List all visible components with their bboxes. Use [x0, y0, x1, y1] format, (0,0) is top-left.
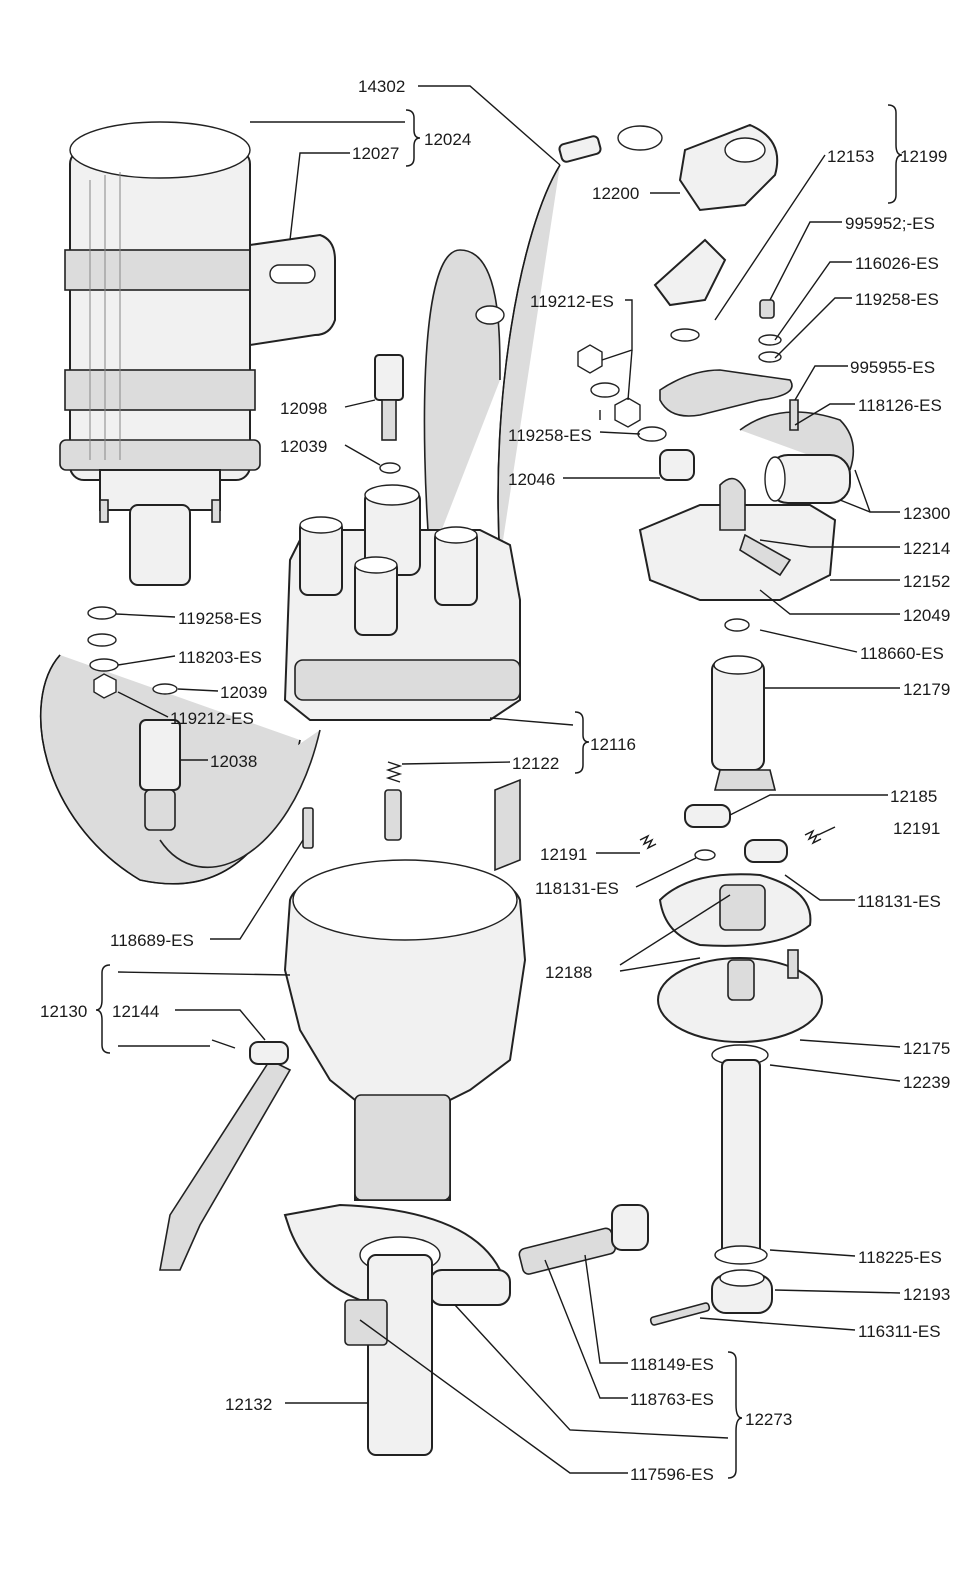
- label-12273: 12273: [745, 1410, 792, 1429]
- shaft-assembly-part: [649, 949, 823, 1326]
- label-118689-es: 118689-ES: [110, 931, 194, 950]
- label-12239: 12239: [903, 1073, 950, 1092]
- group-braces: [95, 104, 903, 1479]
- coil-bracket-part: [249, 233, 336, 347]
- distributor-cap-part: [283, 484, 521, 721]
- label-118131-es-a: 118131-ES: [535, 879, 619, 898]
- label-12130: 12130: [40, 1002, 87, 1021]
- leader-lines: [115, 85, 901, 1474]
- label-12024: 12024: [424, 130, 471, 149]
- label-116026-es: 116026-ES: [855, 254, 939, 273]
- clamp-plate-part: [283, 1203, 511, 1456]
- label-12188: 12188: [545, 963, 592, 982]
- label-12200: 12200: [592, 184, 639, 203]
- clamp-bolt-part: [518, 1204, 649, 1275]
- carbon-brush-part: [302, 761, 403, 849]
- label-119258-es-a: 119258-ES: [855, 290, 939, 309]
- label-12046: 12046: [508, 470, 555, 489]
- label-118203-es: 118203-ES: [178, 648, 262, 667]
- vacuum-link-part: [159, 1039, 292, 1271]
- label-12153: 12153: [827, 147, 874, 166]
- label-118131-es-b: 118131-ES: [857, 892, 941, 911]
- label-12191-b: 12191: [893, 819, 940, 838]
- label-12116: 12116: [590, 735, 636, 754]
- label-12179: 12179: [903, 680, 950, 699]
- label-12214: 12214: [903, 539, 950, 558]
- label-118225-es: 118225-ES: [858, 1248, 942, 1267]
- label-12175: 12175: [903, 1039, 950, 1058]
- label-12039-b: 12039: [220, 683, 267, 702]
- nuts-washers-part: [577, 344, 695, 481]
- label-119212-es-a: 119212-ES: [530, 292, 614, 311]
- base-plate-part: [638, 477, 837, 601]
- label-14302: 14302: [358, 77, 405, 96]
- label-12132: 12132: [225, 1395, 272, 1414]
- distributor-body-part: [283, 778, 527, 1201]
- label-118126-es: 118126-ES: [858, 396, 942, 415]
- terminal-12098-part: [374, 354, 404, 474]
- label-119258-es-b: 119258-ES: [508, 426, 592, 445]
- contact-breaker-part: [653, 238, 793, 417]
- label-995952-es: 995952;-ES: [845, 214, 935, 233]
- ht-lead-part: [423, 125, 663, 561]
- label-12049: 12049: [903, 606, 950, 625]
- label-995955-es: 995955-ES: [850, 358, 935, 377]
- label-12185: 12185: [890, 787, 937, 806]
- label-12193: 12193: [903, 1285, 950, 1304]
- label-12038: 12038: [210, 752, 257, 771]
- label-12191-a: 12191: [540, 845, 587, 864]
- label-119258-es-c: 119258-ES: [178, 609, 262, 628]
- label-12027: 12027: [352, 144, 399, 163]
- label-116311-es: 116311-ES: [858, 1322, 941, 1341]
- label-117596-es: 117596-ES: [630, 1465, 714, 1484]
- label-12144: 12144: [112, 1002, 159, 1021]
- label-12039-a: 12039: [280, 437, 327, 456]
- label-12199: 12199: [900, 147, 947, 166]
- label-12300: 12300: [903, 504, 950, 523]
- ignition-coil-part: [59, 121, 261, 586]
- label-12152: 12152: [903, 572, 950, 591]
- label-12098: 12098: [280, 399, 327, 418]
- condenser-part: [739, 399, 855, 504]
- label-118660-es: 118660-ES: [860, 644, 944, 663]
- coil-lead-part: [39, 606, 321, 885]
- rotor-part: [678, 123, 779, 212]
- label-118763-es: 118763-ES: [630, 1390, 714, 1409]
- part-number-labels: 14302 12024 12027 12153 12199 12200 9959…: [40, 77, 950, 1484]
- cam-part: [711, 618, 777, 791]
- label-118149-es: 118149-ES: [630, 1355, 714, 1374]
- label-119212-es-b: 119212-ES: [170, 709, 254, 728]
- label-12122: 12122: [512, 754, 559, 773]
- advance-weights-part: [639, 804, 822, 947]
